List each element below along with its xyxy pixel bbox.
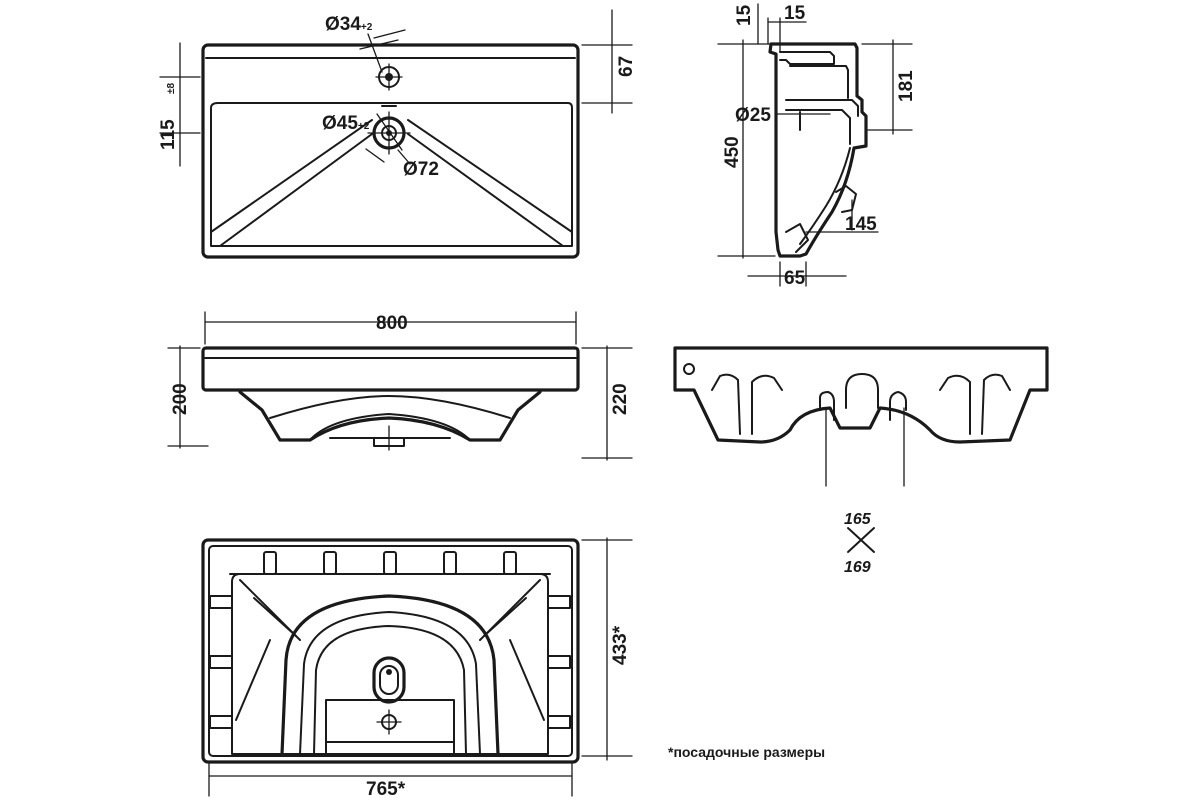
side-drain-dim: Ø25 (735, 105, 771, 126)
rear-mount-bottom-dim: 169 (844, 559, 871, 576)
top-view-bowl (210, 102, 573, 247)
rear-view: 165 169 (673, 346, 1049, 576)
rear-view-outline (673, 346, 1049, 444)
rear-mount-hole-icon (683, 363, 695, 375)
side-view: 15 15 450 Ø25 181 145 65 (717, 3, 917, 289)
front-right-height-dim: 220 (610, 383, 631, 415)
bottom-view-rib (280, 594, 500, 756)
front-width-dim: 800 (376, 313, 408, 334)
side-height-dim: 181 (896, 70, 917, 102)
bottom-drain-slot-icon (372, 656, 406, 704)
tap-offset-dim: 115 (158, 119, 179, 150)
front-view-top-rim (201, 346, 580, 392)
bottom-view-outline (201, 538, 580, 764)
mounting-dimensions-note: *посадочные размеры (668, 744, 825, 760)
front-view: 800 200 220 (167, 311, 633, 461)
svg-text:Ø45+2: Ø45+2 (322, 113, 370, 134)
side-top-a-dim: 15 (734, 4, 755, 26)
drain-ring-dim: Ø72 (403, 159, 439, 180)
top-view: Ø34+2 Ø45+2 Ø72 115 ±8 67 (158, 9, 637, 259)
side-base-dim: 65 (784, 268, 806, 289)
svg-text:Ø34+2: Ø34+2 (325, 14, 373, 35)
side-bracket-dim: 145 (845, 214, 877, 235)
rear-mount-top-dim: 165 (844, 511, 872, 528)
tap-hole-dim: Ø34 (325, 14, 361, 35)
side-view-outline (768, 42, 868, 258)
bottom-depth-dim: 433* (610, 625, 631, 665)
bottom-view: 433* 765* *посадочные размеры (201, 537, 825, 800)
side-depth-dim: 450 (722, 136, 743, 168)
side-top-b-dim: 15 (784, 3, 806, 24)
drain-hole-dim: Ø45 (322, 113, 358, 134)
bottom-width-dim: 765* (366, 779, 406, 800)
front-left-height-dim: 200 (170, 383, 191, 415)
edge-dim: 67 (616, 56, 637, 77)
front-view-bowl (238, 390, 542, 442)
tap-hole-tolerance: +2 (361, 22, 373, 33)
top-view-outline (201, 43, 580, 259)
drain-hole-tolerance: +2 (358, 121, 370, 132)
tap-offset-tolerance: ±8 (166, 83, 177, 94)
